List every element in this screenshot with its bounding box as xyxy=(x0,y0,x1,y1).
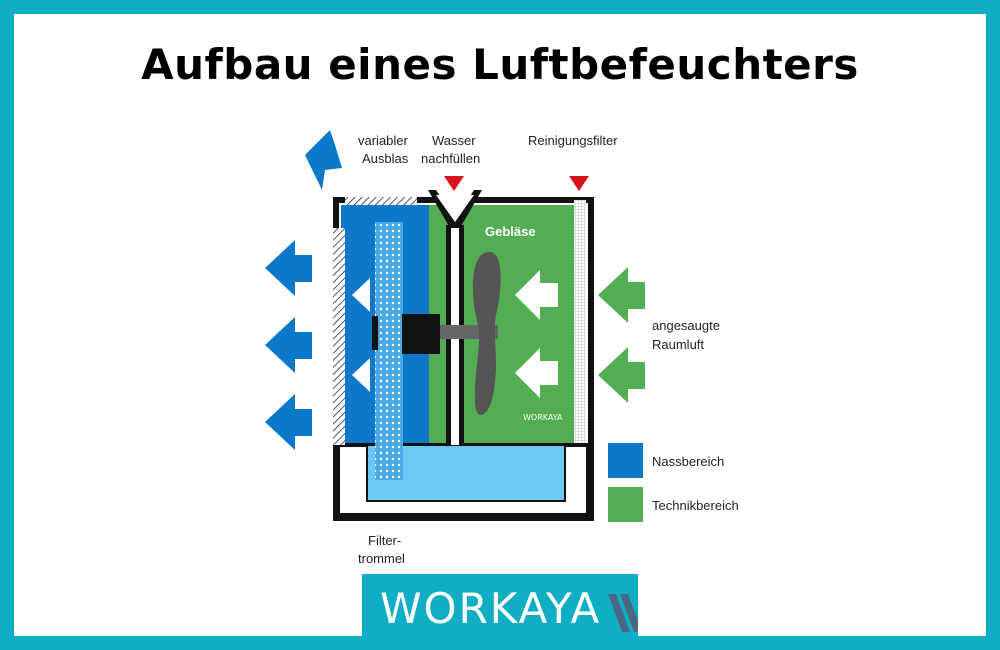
cleaning-filter xyxy=(574,200,586,445)
airflow-arrows-inside xyxy=(352,270,558,398)
outflow-arrows xyxy=(265,130,342,450)
legend-swatch-tech xyxy=(608,487,643,522)
intake-arrows xyxy=(598,267,645,403)
blower-label: Gebläse xyxy=(485,224,536,239)
arrow-left-icon xyxy=(265,394,312,450)
intake-label-line1: angesaugte xyxy=(652,318,720,333)
arrow-left-icon xyxy=(598,267,645,323)
drum-label-line1: Filter- xyxy=(368,533,401,548)
refill-label-line2: nachfüllen xyxy=(421,151,480,166)
filter-marker-icon xyxy=(569,176,589,191)
refill-label-line1: Wasser xyxy=(432,133,476,148)
motor-hub xyxy=(402,314,440,354)
filter-label: Reinigungsfilter xyxy=(528,133,618,148)
intake-label-line2: Raumluft xyxy=(652,337,704,352)
workaya-logo: WORKAYA xyxy=(362,574,638,650)
logo-slashes-icon xyxy=(608,594,638,632)
legend-label-wet: Nassbereich xyxy=(652,454,724,469)
legend-swatch-wet xyxy=(608,443,643,478)
logo-text: WORKAYA xyxy=(380,584,602,633)
filter-drum xyxy=(375,222,403,480)
outlet-grille-side xyxy=(333,228,345,445)
legend-label-tech: Technikbereich xyxy=(652,498,739,513)
arrow-left-icon xyxy=(265,317,312,373)
outlet-label-line1: variabler xyxy=(358,133,409,148)
page-title: Aufbau eines Luftbefeuchters xyxy=(141,40,859,89)
arrow-left-icon xyxy=(265,240,312,296)
fan-blade-icon xyxy=(472,251,501,415)
outlet-label-line2: Ausblas xyxy=(362,151,409,166)
refill-marker-icon xyxy=(444,176,464,191)
outlet-grille-top xyxy=(345,197,417,205)
arrow-left-icon xyxy=(598,347,645,403)
drum-label-line2: trommel xyxy=(358,551,405,566)
watermark-small: WORKAYA xyxy=(523,413,563,422)
arrow-left-icon xyxy=(305,130,342,190)
